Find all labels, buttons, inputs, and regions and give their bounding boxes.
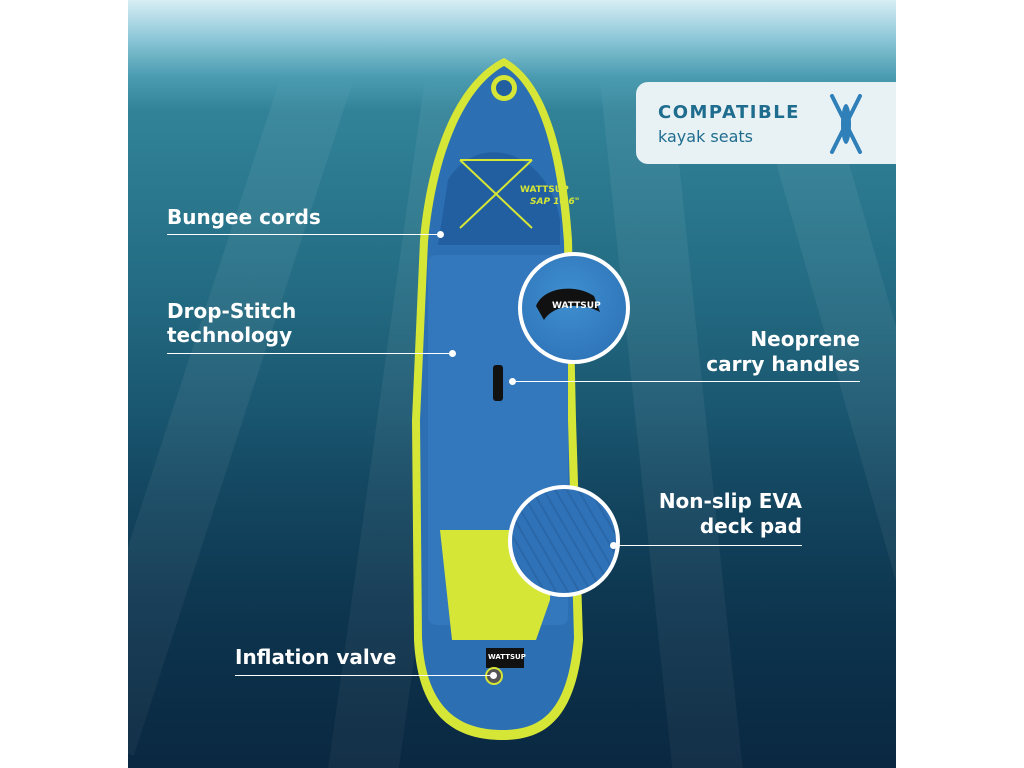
eva-marker-dot: [610, 542, 617, 549]
handle-zoom-circle: WATTSUP: [518, 252, 630, 364]
eva-leader-line: [614, 545, 802, 546]
inflation-valve-label: Inflation valve: [235, 645, 397, 669]
kayak-paddle-icon: [830, 94, 862, 154]
valve-leader-line: [235, 675, 493, 676]
eva-pad-zoom-circle: [508, 485, 620, 597]
carry-handle-image: WATTSUP: [536, 288, 601, 320]
bungee-cords-label: Bungee cords: [167, 205, 321, 229]
bungee-leader-line: [167, 234, 441, 235]
neoprene-label-line2: carry handles: [706, 352, 860, 376]
svg-text:WATTSUP: WATTSUP: [552, 301, 601, 311]
neoprene-leader-line: [512, 381, 860, 382]
compatibility-badge: COMPATIBLE kayak seats: [636, 82, 896, 164]
tail-brand: WATTSUP: [488, 653, 526, 661]
drop-stitch-leader-line: [167, 353, 453, 354]
drop-stitch-marker-dot: [449, 350, 456, 357]
right-margin: [896, 0, 1024, 768]
eva-label-line2: deck pad: [699, 514, 802, 538]
board-brand: WATTSUP: [520, 185, 569, 195]
drop-stitch-label-line1: Drop-Stitch: [167, 299, 297, 323]
badge-subtitle: kayak seats: [658, 127, 754, 146]
neoprene-marker-dot: [509, 378, 516, 385]
drop-stitch-label-line2: technology: [167, 323, 293, 347]
board-model: SAP 10'6": [530, 197, 580, 207]
left-margin: [0, 0, 128, 768]
neoprene-label-line1: Neoprene: [750, 327, 860, 351]
badge-title: COMPATIBLE: [658, 102, 800, 123]
bungee-marker-dot: [437, 231, 444, 238]
valve-marker-dot: [490, 672, 497, 679]
eva-label-line1: Non-slip EVA: [658, 489, 802, 513]
